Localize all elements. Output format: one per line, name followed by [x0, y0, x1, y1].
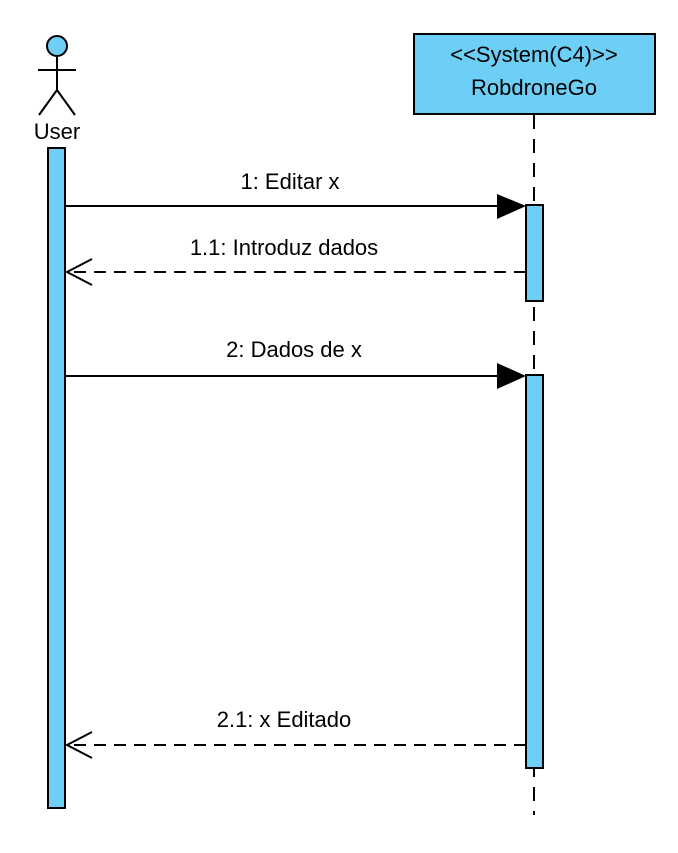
message-4-label: 2.1: x Editado: [217, 707, 352, 732]
actor-leg-right: [56, 89, 76, 116]
message-2-arrowhead: [64, 258, 93, 286]
message-2-label: 1.1: Introduz dados: [190, 235, 378, 260]
system-stereotype: <<System(C4)>>: [450, 42, 618, 67]
system-lifeline-head: <<System(C4)>> RobdroneGo: [413, 33, 656, 115]
system-activation-bar-2: [525, 374, 544, 769]
system-activation-bar-1: [525, 204, 544, 302]
message-1: 1: Editar x: [65, 169, 526, 219]
message-1-label: 1: Editar x: [240, 169, 339, 194]
message-1-arrowhead: [497, 194, 526, 219]
actor-leg-left: [38, 89, 58, 116]
actor-head: [46, 35, 68, 57]
actor-label: User: [34, 119, 80, 144]
system-box: [413, 33, 656, 115]
message-3-label: 2: Dados de x: [226, 337, 362, 362]
system-name: RobdroneGo: [471, 75, 597, 100]
message-4: 2.1: x Editado: [64, 707, 526, 759]
message-3-arrowhead: [497, 363, 526, 389]
user-activation-bar: [47, 147, 66, 809]
actor-user: User: [34, 35, 80, 144]
message-2: 1.1: Introduz dados: [64, 235, 526, 286]
message-4-arrowhead: [64, 731, 93, 759]
message-3: 2: Dados de x: [65, 337, 526, 389]
